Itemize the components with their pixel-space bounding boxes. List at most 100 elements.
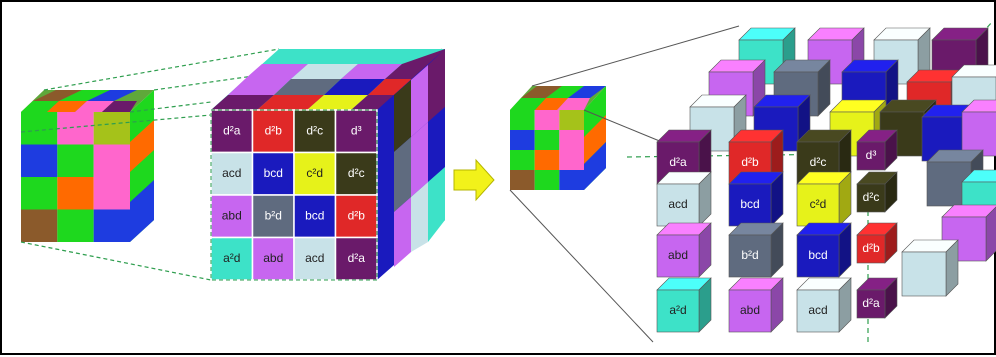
exploded-cubes: d²a d²b d²c d³ acd bcd c²d d²c abd b²d bcd d²b a²d ab… (656, 27, 996, 333)
big-cube: d²a d²b d²c d³ acd bcd c²d d²c abd b²d bcd d²b a²d ab… (210, 49, 445, 281)
small-cube-cell (559, 130, 584, 150)
cell-label: abd (222, 208, 242, 222)
small-cube-cell (534, 150, 560, 170)
small-cube-front-face (21, 112, 130, 242)
small-cube-cell (93, 144, 130, 177)
small-cube-cell (534, 170, 560, 190)
small-cube-cell (559, 110, 584, 130)
exploded-cube: abd (728, 277, 784, 333)
exploded-cube: d²b (856, 222, 898, 264)
small-cube-cell (93, 209, 130, 242)
small-cube-cell (559, 170, 584, 190)
small-cube-top-cell (21, 101, 59, 112)
exploded-cube: a²d (656, 277, 712, 333)
cube-label: d²b (741, 155, 759, 169)
exploded-cube: bcd (796, 222, 852, 278)
exploded-cube: abd (656, 222, 712, 278)
exploded-cube (961, 99, 996, 157)
front-face-cell (334, 151, 378, 196)
cell-label: abd (263, 251, 283, 265)
small-cube-cell (21, 177, 58, 210)
small-cube-cell (510, 150, 535, 170)
cube-label: abd (740, 303, 760, 317)
cell-label: d²c (348, 166, 365, 180)
exploded-cube: d³ (856, 129, 898, 171)
small-cube-side-cell (130, 180, 154, 242)
cell-label: acd (305, 251, 324, 265)
exploded-cube (941, 204, 996, 262)
big-cube-front-face: d²a d²b d²c d³ acd bcd c²d d²c abd b²d bcd d²b a²d ab… (210, 109, 378, 281)
exploded-cube (901, 239, 959, 297)
front-face-cell (334, 194, 378, 239)
small-cube-cell (93, 177, 130, 210)
small-cube-cell (534, 110, 560, 130)
small-cube-cell (57, 112, 94, 145)
small-cube-top-cell (87, 90, 137, 101)
front-face-cell (334, 236, 378, 281)
cell-label: d²b (348, 208, 366, 222)
front-face-cell (334, 109, 378, 154)
front-face-cell (293, 194, 337, 239)
cube-label: c²d (810, 197, 827, 211)
small-cube-top-cell (33, 90, 82, 101)
cube-label: bcd (740, 197, 759, 211)
cube-label: acd (808, 303, 827, 317)
cell-label: d²a (348, 251, 366, 265)
small-cube-cell (21, 144, 58, 177)
cube-label: b²d (741, 248, 758, 262)
cell-label: c²d (306, 166, 323, 180)
cube-label: d³ (866, 148, 877, 162)
exploded-cube: c²d (796, 171, 852, 227)
cell-label: d³ (351, 123, 362, 137)
small-cube-top-cell (59, 90, 110, 101)
small-cube-cell (57, 177, 94, 210)
small-cube-cell (510, 130, 535, 150)
projection-guides-right (509, 25, 740, 343)
small-cube-right (510, 86, 606, 190)
exploded-cube: b²d (728, 222, 784, 278)
cube-label: d²a (862, 296, 880, 310)
cell-label: acd (222, 166, 241, 180)
small-cube-top-cell (75, 101, 114, 112)
small-cube-top-cell (102, 101, 137, 112)
exploded-cube: acd (796, 277, 852, 333)
cell-label: bcd (264, 166, 283, 180)
small-cube-cell (21, 209, 58, 242)
cell-label: a²d (223, 251, 240, 265)
cube-label: bcd (808, 248, 827, 262)
cell-label: d²c (306, 123, 323, 137)
small-cube-cell (510, 110, 535, 130)
cube-label: acd (668, 197, 687, 211)
cube-label: d²c (810, 155, 827, 169)
cube-label: abd (668, 248, 688, 262)
small-cube-cell (510, 170, 535, 190)
arrow-right-icon (453, 158, 495, 202)
cube-label: a²d (669, 303, 686, 317)
small-cube-top-cell (47, 101, 87, 112)
cube-label: d²a (669, 155, 687, 169)
exploded-cube: d²a (856, 277, 898, 319)
front-face-cell (251, 194, 295, 239)
transform-arrow (453, 158, 495, 202)
cell-label: bcd (305, 208, 324, 222)
front-face-cell (251, 236, 295, 281)
small-cube-cell (534, 130, 560, 150)
small-cube-front-face (510, 110, 584, 190)
cell-label: b²d (265, 208, 282, 222)
small-cube-side-cell (130, 120, 154, 172)
cell-label: d²a (223, 123, 241, 137)
small-cube-cell (559, 150, 584, 170)
small-cube-left (21, 90, 154, 242)
small-cube-cell (57, 209, 94, 242)
small-cube-cell (93, 112, 130, 145)
cube-label: d²c (863, 190, 880, 204)
cell-label: d²b (265, 123, 283, 137)
front-face-cell (210, 151, 254, 196)
exploded-cube: bcd (728, 171, 784, 227)
front-face-cell (293, 236, 337, 281)
exploded-cube: d²c (856, 171, 898, 213)
exploded-cube: acd (656, 171, 712, 227)
small-cube-cell (57, 144, 94, 177)
